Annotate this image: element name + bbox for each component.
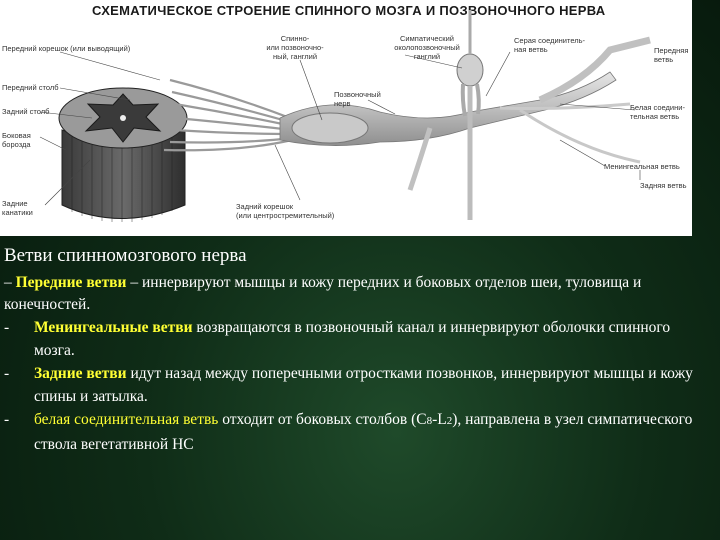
intro-text: – иннервируют мышцы и кожу передних и бо… (4, 274, 642, 313)
item-text-before: отходит от боковых столбов (C (218, 411, 427, 428)
meningeal-branch (519, 108, 641, 164)
label-sympathetic-ganglion: Симпатический околопозвоночный ганглий (394, 34, 460, 61)
label-back-pillar: Задний столб (2, 107, 50, 116)
subscript-2: 2 (446, 415, 453, 427)
subscript-1: 8 (426, 415, 433, 427)
spinal-cord-segment (58, 87, 188, 222)
label-spinal-nerve: Позвоночный нерв (334, 90, 381, 108)
label-white-branch: Белая соедини- тельная ветвь (630, 103, 685, 121)
label-back-canals: Задние канатики (2, 199, 33, 217)
term-back: Задние ветви (34, 365, 127, 382)
label-grey-branch: Серая соединитель- ная ветвь (514, 36, 586, 54)
slide-heading: Ветви спинномозгового нерва (4, 245, 247, 266)
intro-dash: – (4, 274, 12, 291)
label-back-root: Задний корешок (или центростремительный) (236, 202, 335, 220)
item-text: идут назад между поперечными отростками … (34, 365, 693, 405)
list-item-meningeal: - Менингеальные ветви возвращаются в поз… (4, 316, 704, 362)
label-front-branch: Передняя ветвь (654, 46, 689, 64)
item-text: возвращаются в позвоночный канал и иннер… (34, 319, 671, 359)
label-front-horn: Передний корешок (или выводящий) (2, 44, 131, 53)
label-spinal-ganglion: Спинно- или позвоночно- ный, ганглий (266, 34, 324, 61)
spinal-ganglion (291, 112, 369, 144)
separator: -L (432, 411, 447, 428)
intro-paragraph: – Передние ветви – иннервируют мышцы и к… (4, 272, 704, 316)
term-white: белая соединительная ветвь (34, 411, 219, 428)
intro-term: Передние ветви (15, 274, 127, 291)
term-meningeal: Менингеальные ветви (34, 319, 193, 336)
spinal-cord-figure: СХЕМАТИЧЕСКОЕ СТРОЕНИЕ СПИННОГО МОЗГА И … (0, 0, 692, 236)
slide-text: Ветви спинномозгового нерва – Передние в… (4, 244, 704, 456)
spinal-cord-diagram (39, 10, 651, 222)
bullet: - (4, 411, 10, 428)
white-connecting-branch (499, 102, 631, 110)
item-text-after: ), направлена в узел симпатического ство… (34, 411, 693, 453)
label-back-branch: Задняя ветвь (640, 181, 687, 190)
list-item-white: - белая соединительная ветвь отходит от … (4, 408, 704, 456)
bullet: - (4, 365, 10, 382)
figure-title: СХЕМАТИЧЕСКОЕ СТРОЕНИЕ СПИННОГО МОЗГА И … (92, 3, 606, 18)
label-front-pillar: Передний столб (2, 83, 59, 92)
label-lateral-groove: Боковая борозда (2, 131, 31, 149)
bullet: - (4, 319, 10, 336)
list-item-back: - Задние ветви идут назад между поперечн… (4, 362, 704, 408)
front-branch (538, 36, 651, 104)
back-branch (407, 127, 433, 191)
label-meningeal-branch: Менингеальная ветвь (604, 162, 680, 171)
